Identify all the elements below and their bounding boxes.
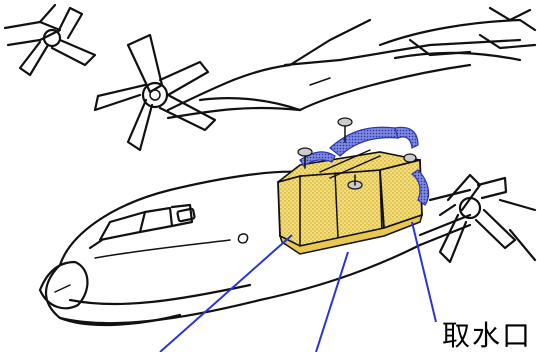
propeller-right bbox=[438, 173, 537, 264]
water-intake-label: 取水口 bbox=[442, 319, 533, 352]
propeller-main bbox=[93, 33, 217, 152]
cockpit-windows bbox=[88, 203, 249, 250]
propeller-top-left bbox=[3, 3, 97, 77]
water-tanks bbox=[277, 151, 424, 255]
piping bbox=[297, 117, 430, 206]
right-engine bbox=[378, 6, 537, 62]
leader-line-left bbox=[159, 234, 293, 352]
leader-line-center bbox=[315, 251, 349, 352]
leader-line-intake bbox=[411, 221, 437, 323]
leader-lines bbox=[159, 221, 437, 352]
fuselage bbox=[44, 170, 472, 327]
nose bbox=[38, 260, 89, 310]
wing-and-nacelle bbox=[166, 18, 522, 120]
